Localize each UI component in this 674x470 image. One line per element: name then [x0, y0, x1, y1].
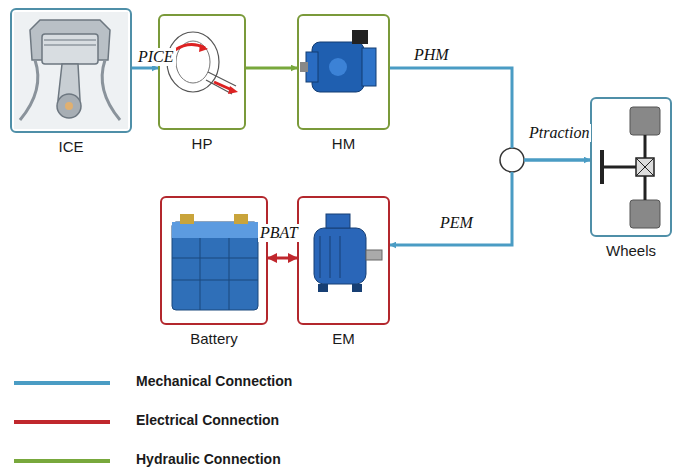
component-name: HP: [192, 135, 213, 152]
legend-swatch: [14, 420, 110, 424]
summing-junction: [500, 148, 524, 172]
hydraulic-motor-illustration: [300, 30, 376, 92]
power-connector: [268, 257, 297, 260]
legend-text: Hydraulic Connection: [136, 451, 281, 467]
power-connector: [390, 160, 590, 245]
component-name: EM: [332, 330, 355, 347]
component-name: Battery: [190, 330, 238, 347]
legend-swatch: [14, 381, 110, 385]
motor-box: HM: [297, 14, 390, 130]
wheels-box: Wheels: [590, 97, 672, 237]
legend-text: Mechanical Connection: [136, 373, 292, 389]
power-label: PICE: [136, 48, 176, 66]
power-label: Ptraction: [527, 124, 591, 142]
pump-box: HP: [158, 14, 246, 130]
battery-illustration: [172, 214, 258, 310]
power-label: PEM: [438, 214, 475, 232]
legend-swatch: [14, 459, 110, 463]
power-connector: [390, 68, 590, 160]
power-label: PHM: [412, 46, 451, 64]
battery-box: Battery: [160, 196, 268, 325]
motor-box: EM: [297, 196, 390, 325]
component-name: Wheels: [606, 242, 656, 259]
power-label: PBAT: [258, 224, 300, 242]
legend-row: Mechanical Connection: [14, 373, 334, 393]
component-name: ICE: [58, 138, 83, 155]
legend-row: Electrical Connection: [14, 412, 334, 432]
legend-text: Electrical Connection: [136, 412, 279, 428]
power-connector: [132, 67, 158, 70]
power-connector: [246, 67, 297, 70]
legend-row: Hydraulic Connection: [14, 451, 334, 470]
wheels-illustration: [602, 107, 660, 228]
component-name: HM: [332, 135, 355, 152]
electric-motor-illustration: [314, 214, 382, 292]
engine-illustration: [14, 12, 128, 129]
pump-illustration: [167, 32, 238, 94]
engine-box: ICE: [10, 8, 132, 133]
